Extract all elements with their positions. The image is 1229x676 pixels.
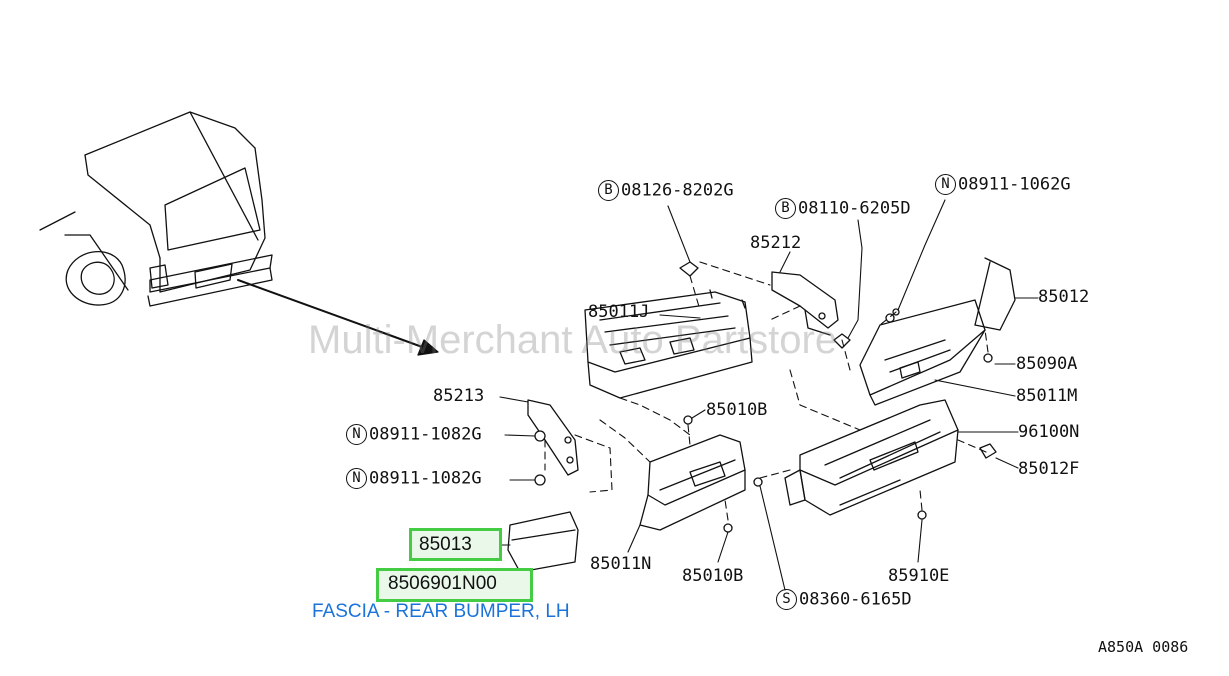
- part-number: 85012: [1038, 287, 1090, 307]
- part-number: 08360-6165D: [799, 589, 912, 610]
- part-number: 85010B: [706, 400, 768, 420]
- pointer-arrow: [237, 279, 439, 356]
- highlighted-ref-number[interactable]: 85013: [419, 534, 472, 555]
- part-number: 85011N: [590, 554, 652, 574]
- part-label-96100n[interactable]: 96100N: [1018, 422, 1079, 442]
- part-number: 08911-1062G: [958, 174, 1071, 195]
- upper-bumper-bar: [584, 289, 753, 399]
- part-number: 85090A: [1016, 354, 1078, 374]
- part-label-85910e[interactable]: 85910E: [888, 566, 949, 586]
- bracket-85212: [771, 271, 839, 336]
- part-label-85213[interactable]: 85213: [433, 386, 484, 406]
- highlighted-part-number-box[interactable]: [376, 568, 533, 602]
- bracket-85213: [527, 399, 579, 476]
- left-bumper-section: [639, 434, 746, 531]
- part-number: 85010B: [682, 566, 744, 586]
- part-number: 08911-1082G: [369, 424, 482, 445]
- part-number: 85012F: [1018, 459, 1080, 479]
- part-label-85010b-upper[interactable]: 85010B: [706, 400, 767, 420]
- part-number: 08911-1082G: [369, 468, 482, 489]
- prefix-circle: N: [935, 174, 956, 195]
- prefix-circle: N: [346, 424, 367, 445]
- highlighted-part-number[interactable]: 8506901N00: [388, 573, 497, 594]
- vehicle-illustration: [39, 111, 273, 307]
- part-label-85012f[interactable]: 85012F: [1018, 459, 1079, 479]
- part-number: 08126-8202G: [621, 180, 734, 201]
- part-description: FASCIA - REAR BUMPER, LH: [312, 601, 570, 622]
- part-number: 85910E: [888, 566, 950, 586]
- prefix-circle: B: [775, 198, 796, 219]
- part-label-85212[interactable]: 85212: [750, 233, 801, 253]
- step-bumper: [784, 399, 959, 516]
- part-label-85011m[interactable]: 85011M: [1016, 386, 1077, 406]
- part-label-85011n[interactable]: 85011N: [590, 554, 651, 574]
- watermark: Multi-Merchant Auto Partstore: [308, 318, 838, 362]
- part-number: 85011M: [1016, 386, 1078, 406]
- part-number: 08110-6205D: [798, 198, 911, 219]
- part-number: 85011J: [588, 302, 650, 322]
- part-label-85011j[interactable]: 85011J: [588, 302, 649, 322]
- label-leaders: [477, 199, 1039, 591]
- part-number: 85213: [433, 386, 485, 406]
- highlighted-ref-box[interactable]: [409, 528, 502, 561]
- part-number: 85212: [750, 233, 802, 253]
- part-label-85010b-lower[interactable]: 85010B: [682, 566, 743, 586]
- prefix-circle: B: [598, 180, 619, 201]
- diagram-reference-code: A850A 0086: [1098, 638, 1189, 656]
- dashed-leaders: [544, 261, 989, 521]
- part-label-85090a[interactable]: 85090A: [1016, 354, 1077, 374]
- prefix-circle: N: [346, 468, 367, 489]
- prefix-circle: S: [776, 589, 797, 610]
- corner-cap-85013: [507, 511, 579, 573]
- part-label-85012[interactable]: 85012: [1038, 287, 1089, 307]
- part-number: 96100N: [1018, 422, 1080, 442]
- right-bumper-section: [859, 257, 1016, 406]
